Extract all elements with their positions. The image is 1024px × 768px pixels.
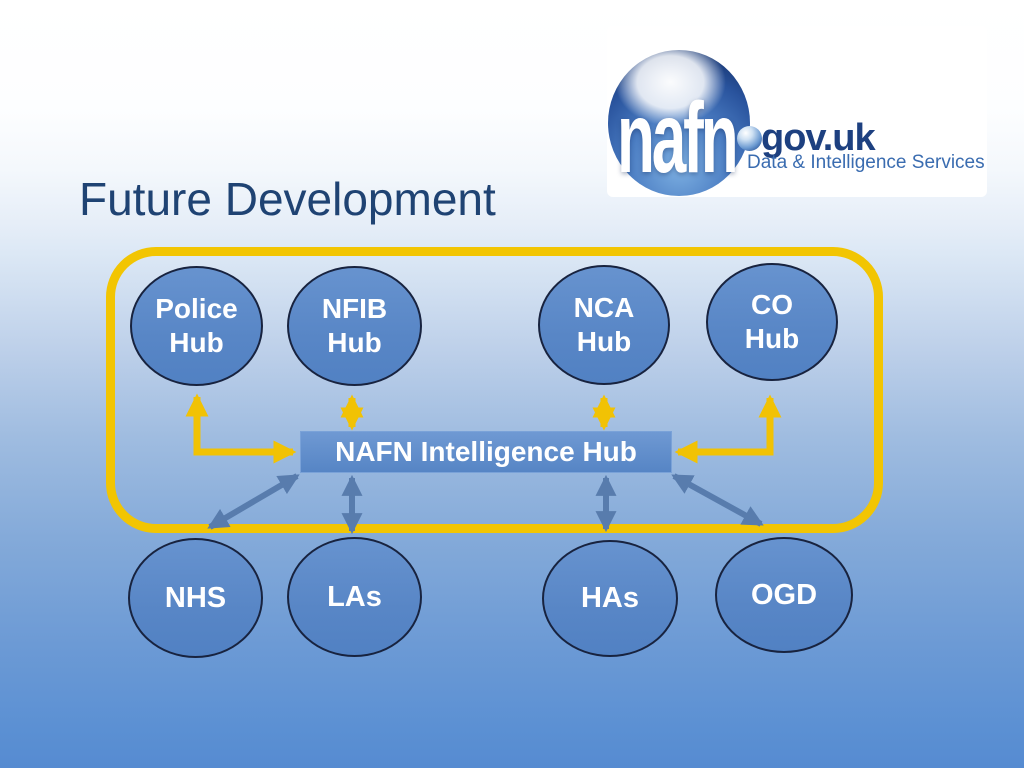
node-label: NFIB Hub [321, 293, 388, 358]
logo-tagline: Data & Intelligence Services [747, 152, 985, 173]
node-nfib-hub: NFIB Hub [287, 266, 422, 386]
node-police-hub: Police Hub [130, 266, 263, 386]
nafn-globe-icon [608, 50, 750, 196]
node-label: HAs [580, 582, 639, 615]
logo-brand-text: nafn [617, 82, 739, 194]
node-co-hub: CO Hub [706, 263, 838, 381]
node-label: LAs [327, 580, 382, 613]
logo-domain-text: gov.uk [761, 117, 876, 159]
node-label: NHS [164, 581, 227, 614]
node-label: NCA Hub [573, 292, 635, 357]
node-nhs: NHS [128, 538, 263, 658]
node-las: LAs [287, 537, 422, 657]
hub-label: NAFN Intelligence Hub [335, 436, 637, 467]
page-title: Future Development [79, 173, 496, 225]
node-ogd: OGD [715, 537, 853, 653]
node-nca-hub: NCA Hub [538, 265, 670, 385]
logo-dot-icon [737, 126, 762, 151]
diagram-frame [106, 247, 883, 533]
node-label: CO Hub [744, 289, 800, 354]
node-label: OGD [750, 578, 818, 611]
node-label: Police Hub [155, 293, 238, 358]
node-has: HAs [542, 540, 678, 657]
nafn-intelligence-hub-box: NAFN Intelligence Hub [300, 431, 672, 473]
